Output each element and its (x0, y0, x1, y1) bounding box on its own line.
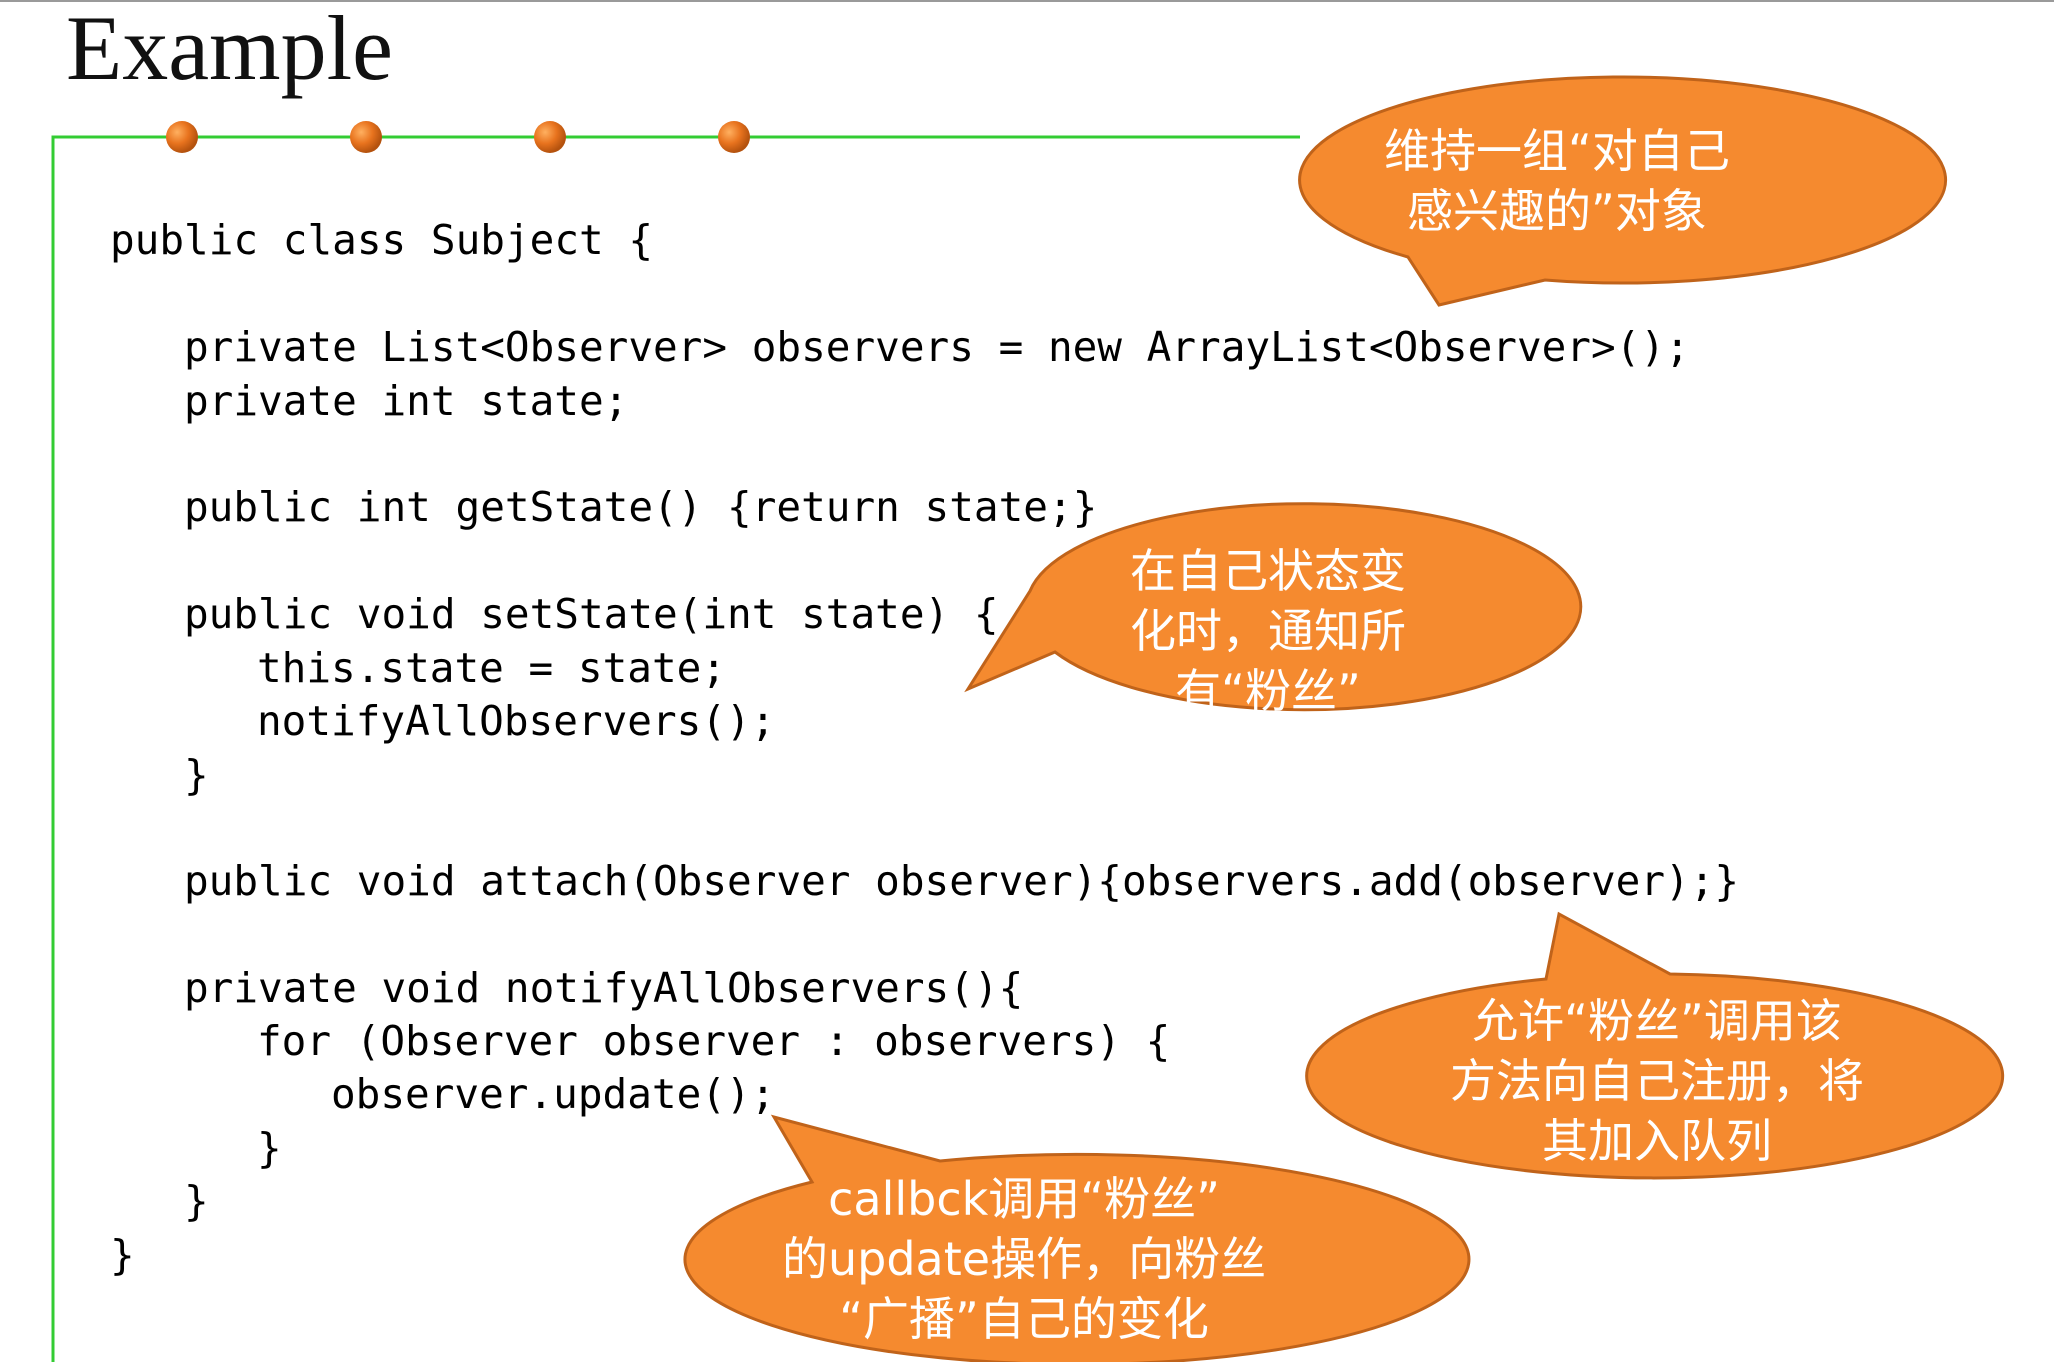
code-line: public void setState(int state) { (184, 590, 999, 638)
code-line: private void notifyAllObservers(){ (184, 964, 1024, 1012)
callout-observers-list (1298, 75, 1948, 307)
code-line: } (184, 1177, 209, 1225)
callout-line: 的update操作，向粉丝 (782, 1231, 1267, 1286)
code-line: private int state; (184, 377, 629, 425)
callout-line: 感兴趣的”对象 (1407, 183, 1707, 238)
callout-callback (683, 1114, 1471, 1362)
callout-line: 有“粉丝” (1175, 663, 1361, 718)
decor-dot (350, 121, 382, 153)
decor-dot (534, 121, 566, 153)
code-line: for (Observer observer : observers) { (257, 1017, 1171, 1065)
code-line: } (257, 1124, 282, 1172)
code-line: public class Subject { (110, 216, 654, 264)
callout-observers-list-text: 维持一组“对自己 感兴趣的”对象 (1384, 122, 1730, 242)
code-line: public void attach(Observer observer){ob… (184, 857, 1740, 905)
callout-callback-text: callbck调用“粉丝” 的update操作，向粉丝 “广播”自己的变化 (782, 1170, 1266, 1349)
callout-line: callbck调用“粉丝” (828, 1172, 1220, 1226)
code-line: notifyAllObservers(); (257, 697, 776, 745)
callout-set-state-text: 在自己状态变 化时，通知所 有“粉丝” (1130, 542, 1406, 721)
code-line: this.state = state; (257, 644, 726, 692)
callout-line: 在自己状态变 (1130, 544, 1406, 598)
callout-attach-text: 允许“粉丝”调用该 方法向自己注册，将 其加入队列 (1450, 992, 1864, 1171)
callout-line: 方法向自己注册，将 (1450, 1053, 1864, 1108)
callout-line: 允许“粉丝”调用该 (1472, 994, 1842, 1048)
callout-line: 化时，通知所 (1130, 603, 1406, 658)
callout-set-state (964, 502, 1583, 712)
decor-dot (718, 121, 750, 153)
code-line: observer.update(); (331, 1070, 776, 1118)
content-frame-border (51, 135, 1300, 1362)
decor-dot (166, 121, 198, 153)
callout-line: “广播”自己的变化 (839, 1291, 1209, 1346)
callout-attach (1305, 911, 2005, 1180)
code-line: public int getState() {return state;} (184, 483, 1098, 531)
slide-title: Example (66, 0, 393, 99)
callout-line: 维持一组“对自己 (1384, 124, 1730, 178)
callout-line: 其加入队列 (1542, 1113, 1772, 1168)
code-line: private List<Observer> observers = new A… (184, 323, 1690, 371)
code-line: } (110, 1231, 135, 1279)
code-line: } (184, 751, 209, 799)
